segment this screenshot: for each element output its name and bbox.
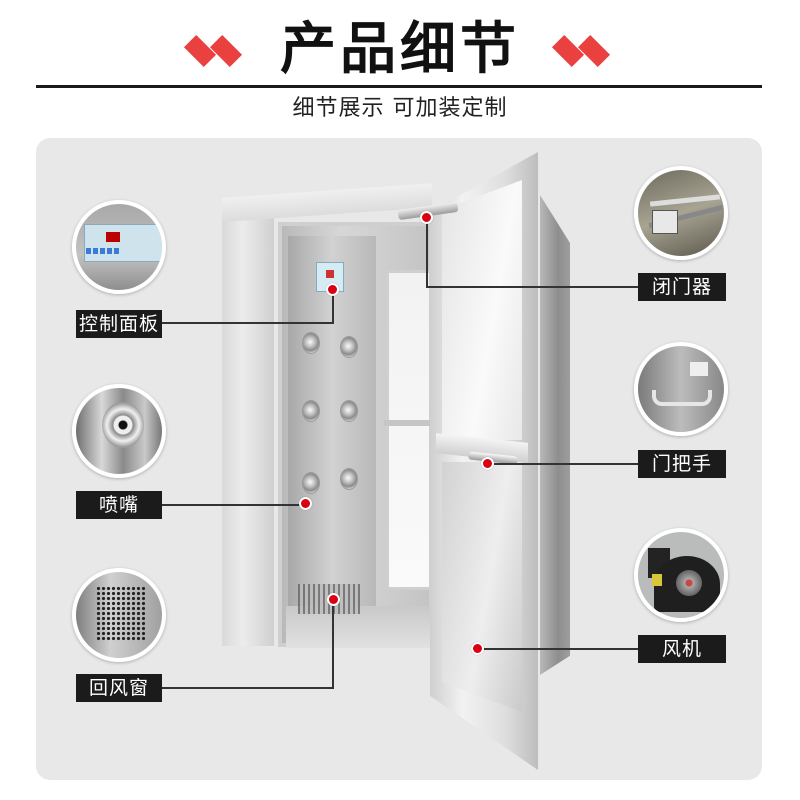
- marker-return-air-vent[interactable]: [327, 593, 340, 606]
- control-panel-thumbnail: [72, 200, 166, 294]
- leader-line: [332, 292, 334, 324]
- leader-line: [162, 322, 334, 324]
- leader-line: [426, 218, 428, 288]
- nozzle-icon: [302, 400, 320, 422]
- interior-window: [386, 270, 432, 590]
- page-subtitle: 细节展示 可加装定制: [292, 96, 508, 121]
- leader-line: [478, 648, 638, 650]
- marker-door-handle[interactable]: [481, 457, 494, 470]
- blower-fan-thumbnail: [634, 528, 728, 622]
- door-handle-thumbnail: [634, 342, 728, 436]
- door-lower-panel: [442, 462, 522, 712]
- interior-rail: [384, 420, 434, 426]
- label-door-handle: 门把手: [638, 450, 726, 478]
- label-return-air-vent: 回风窗: [76, 674, 162, 702]
- nozzle-thumbnail: [72, 384, 166, 478]
- door-glass: [442, 180, 522, 440]
- return-air-vent-thumbnail: [72, 568, 166, 662]
- leader-line: [488, 463, 638, 465]
- cabinet-right-wall: [540, 195, 570, 675]
- marker-blower-fan[interactable]: [471, 642, 484, 655]
- marker-door-closer[interactable]: [420, 211, 433, 224]
- label-door-closer: 闭门器: [638, 273, 726, 301]
- nozzle-icon: [340, 336, 358, 358]
- leader-line: [162, 687, 334, 689]
- nozzle-icon: [340, 400, 358, 422]
- label-blower-fan: 风机: [638, 635, 726, 663]
- nozzle-icon: [340, 468, 358, 490]
- leader-line: [332, 600, 334, 689]
- cabinet-left-wall: [222, 218, 274, 646]
- marker-nozzle[interactable]: [299, 497, 312, 510]
- door-closer-thumbnail: [634, 166, 728, 260]
- header-divider: [36, 85, 762, 88]
- nozzle-icon: [302, 332, 320, 354]
- marker-control-panel[interactable]: [326, 283, 339, 296]
- label-nozzle: 喷嘴: [76, 491, 162, 519]
- page-title: 产品细节: [280, 17, 520, 82]
- label-control-panel: 控制面板: [76, 310, 162, 338]
- leader-line: [162, 504, 306, 506]
- leader-line: [426, 286, 638, 288]
- nozzle-icon: [302, 472, 320, 494]
